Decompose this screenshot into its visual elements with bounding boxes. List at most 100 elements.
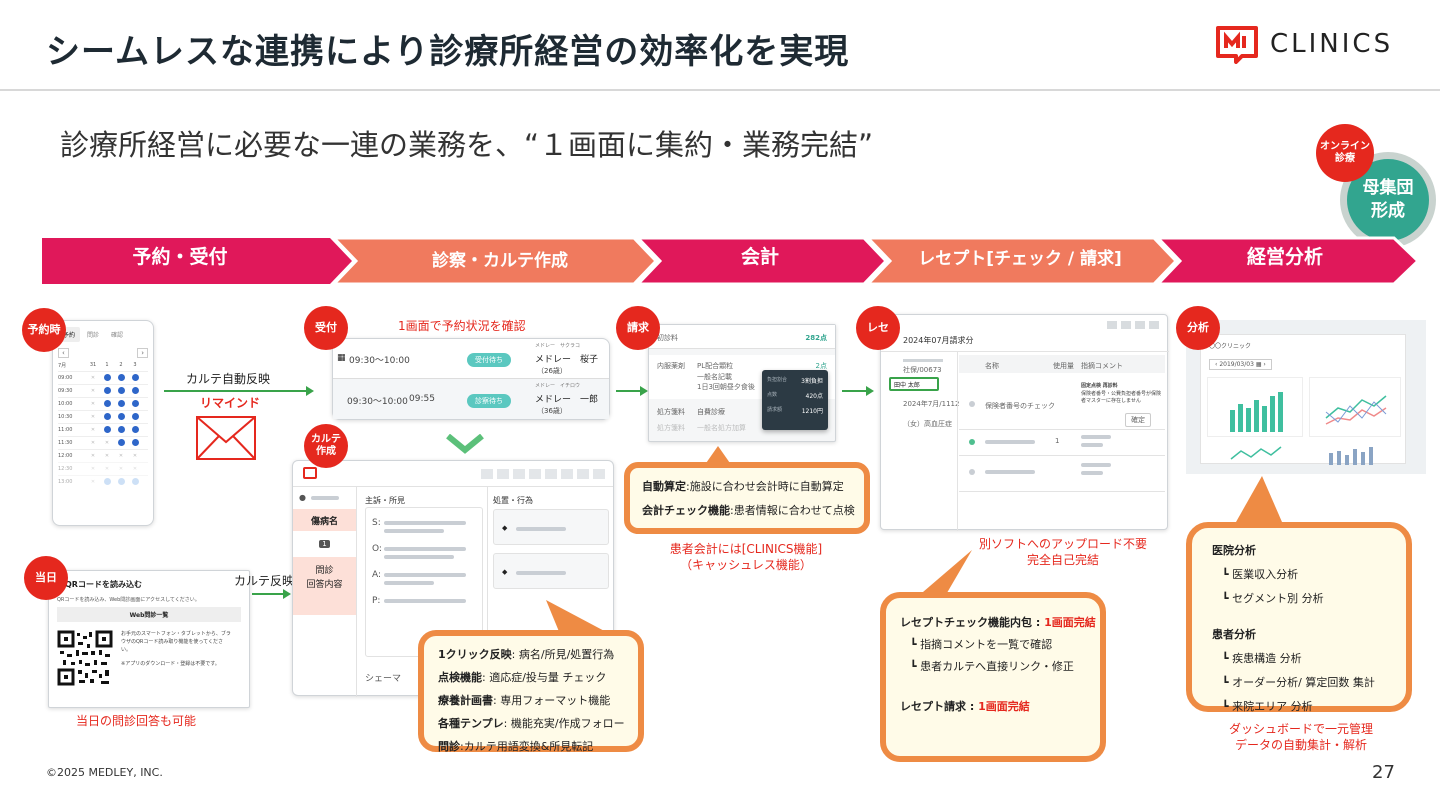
questionnaire-tab[interactable]: 問診 回答内容 xyxy=(293,557,356,615)
tab-questionnaire[interactable]: 問診 xyxy=(87,332,100,339)
available-slot-icon[interactable] xyxy=(128,425,142,435)
patient-kana: メドレー イチロウ xyxy=(535,383,581,389)
available-slot-icon[interactable] xyxy=(114,412,128,422)
prev-arrow-icon[interactable]: ‹ xyxy=(58,348,69,358)
available-slot-icon[interactable] xyxy=(128,399,142,409)
rece-col-comment: 指摘コメント xyxy=(1081,362,1123,370)
slot-time: 09:30 xyxy=(58,388,73,394)
qr-code-icon xyxy=(57,630,113,686)
available-slot-icon[interactable] xyxy=(100,399,114,409)
date-picker[interactable]: ‹ 2019/03/03 ▦ › xyxy=(1209,359,1272,370)
treatment-item[interactable]: ◆ xyxy=(493,553,609,589)
arrow-billing xyxy=(616,390,644,392)
treatment-header: 処置・行為 xyxy=(493,496,533,505)
row-time-actual: 09:55 xyxy=(409,394,435,404)
badge-rece: レセ xyxy=(856,306,900,350)
bar-chart-widget xyxy=(1207,377,1303,437)
unavailable-icon: ✕ xyxy=(118,466,124,472)
slot-time: 11:00 xyxy=(58,427,73,433)
line-chart-icon xyxy=(1325,395,1387,425)
available-slot-icon[interactable] xyxy=(114,373,128,383)
patient-name: メドレー 一郎 xyxy=(535,395,599,405)
available-slot-icon[interactable] xyxy=(128,438,142,448)
available-slot-icon[interactable] xyxy=(100,477,114,487)
available-slot-icon[interactable] xyxy=(114,399,128,409)
arrow-rece xyxy=(842,390,870,392)
slot-time: 09:00 xyxy=(58,375,73,381)
billing-row-label: 処方箋料 xyxy=(657,424,685,432)
billing-row-value: 2点 xyxy=(815,362,827,370)
qr-note: ※アプリのダウンロード・登録は不要です。 xyxy=(121,661,220,667)
available-slot-icon[interactable] xyxy=(128,386,142,396)
analysis-feature-bubble: 医院分析 ┗ 医業収入分析┗ セグメント別 分析 患者分析 ┗ 疾患構造 分析┗… xyxy=(1186,522,1412,713)
billing-row-text: PL配合顆粒 一般名記載 1日3回朝昼夕食後 xyxy=(697,362,755,391)
arrow-head-icon xyxy=(306,386,314,396)
qr-subtitle: QRコードを読み込み、Web問診画面にアクセスしてください。 xyxy=(57,597,200,603)
karte-feature-item: 問診:カルテ用語変換&所見転記 xyxy=(438,738,638,754)
calendar-icon: ▦ xyxy=(337,353,346,363)
web-questionnaire-list: Web問診一覧 xyxy=(57,607,241,622)
tab-confirm[interactable]: 確認 xyxy=(111,332,124,339)
analysis-item-label: 医業収入分析 xyxy=(1232,568,1299,581)
toolbar-icons xyxy=(481,469,605,479)
disease-name-tab[interactable]: 傷病名 xyxy=(293,509,356,531)
available-slot-icon[interactable] xyxy=(128,477,142,487)
analysis-item-label: オーダー分析/ 算定回数 集計 xyxy=(1232,676,1375,689)
karte-feature-item: 療養計画書: 専用フォーマット機能 xyxy=(438,692,638,708)
qr-title: QRコードを読み込む xyxy=(65,580,142,589)
step-exam-label: 診察・カルテ作成 xyxy=(432,251,568,271)
analysis-item: ┗ オーダー分析/ 算定回数 集計 xyxy=(1222,676,1375,689)
reception-row[interactable]: ▦ 09:30〜10:00 受付待ち メドレー サクラコ メドレー 桜子 （26… xyxy=(333,339,609,379)
analysis-item-label: 来院エリア 分析 xyxy=(1232,700,1313,713)
day-label: 3 xyxy=(133,362,137,368)
slot-row: 12:00✕✕✕✕ xyxy=(58,449,148,462)
available-slot-icon[interactable] xyxy=(100,386,114,396)
feature-name: 各種テンプレ xyxy=(438,717,504,730)
karte-reflect-label: カルテ反映 xyxy=(234,574,295,588)
feature-name: 療養計画書 xyxy=(438,694,493,707)
available-slot-icon[interactable] xyxy=(128,412,142,422)
month-nav: ‹ › xyxy=(58,348,148,358)
rece-feature-bubble: レセプトチェック機能内包 : 1画面完結 ┗ 指摘コメントを一覧で確認 ┗ 患者… xyxy=(880,592,1106,762)
available-slot-icon[interactable] xyxy=(100,373,114,383)
next-arrow-icon[interactable]: › xyxy=(137,348,148,358)
available-slot-icon[interactable] xyxy=(128,373,142,383)
billing-row-label: 内服薬剤 xyxy=(657,362,685,370)
badge-today: 当日 xyxy=(24,556,68,600)
chevron-step-5 xyxy=(1154,236,1420,286)
slot-time: 10:30 xyxy=(58,414,73,420)
available-slot-icon[interactable] xyxy=(114,425,128,435)
analysis-bubble-tail xyxy=(1236,476,1282,522)
clinics-logo-icon xyxy=(1216,26,1258,64)
rece-confirm-button[interactable]: 確定 xyxy=(1125,413,1151,427)
user-icon: ● xyxy=(299,493,306,502)
unavailable-icon: ✕ xyxy=(90,414,96,420)
feature-desc: :カルテ用語変換&所見転記 xyxy=(460,740,594,753)
analysis-item: ┗ 医業収入分析 xyxy=(1222,568,1299,581)
status-badge: 診察待ち xyxy=(467,394,511,408)
available-slot-icon[interactable] xyxy=(114,386,128,396)
rece-patient-chip[interactable]: 田中 太郎 xyxy=(889,377,939,391)
billing-row-label: 処方箋料 xyxy=(657,408,685,416)
available-slot-icon[interactable] xyxy=(100,412,114,422)
karte-auto-reflect-label: カルテ自動反映 xyxy=(186,372,271,386)
feature-desc: : 病名/所見/処置行為 xyxy=(511,648,615,661)
treatment-item[interactable]: ◆ xyxy=(493,509,609,545)
feature-desc: :施設に合わせ会計時に自動算定 xyxy=(686,480,844,493)
slot-row: 10:00✕ xyxy=(58,397,148,410)
patient-kana: メドレー サクラコ xyxy=(535,343,581,349)
available-slot-icon[interactable] xyxy=(114,438,128,448)
badge-karte: カルテ 作成 xyxy=(304,424,348,468)
analysis-dashboard: 〇〇クリニック ‹ 2019/03/03 ▦ › xyxy=(1186,320,1426,474)
available-slot-icon[interactable] xyxy=(114,477,128,487)
slot-time: 12:30 xyxy=(58,466,73,472)
available-slot-icon[interactable] xyxy=(100,425,114,435)
slot-row: 12:30✕✕✕✕ xyxy=(58,462,148,475)
reception-row[interactable]: 09:30〜10:00 09:55 診察待ち メドレー イチロウ メドレー 一郎… xyxy=(333,379,609,419)
process-chevrons xyxy=(42,236,1420,286)
rece-comment-title: 固定点検 再診料 xyxy=(1081,383,1118,389)
status-badge: 受付待ち xyxy=(467,353,511,367)
popup-key: 請求額 xyxy=(767,407,783,413)
